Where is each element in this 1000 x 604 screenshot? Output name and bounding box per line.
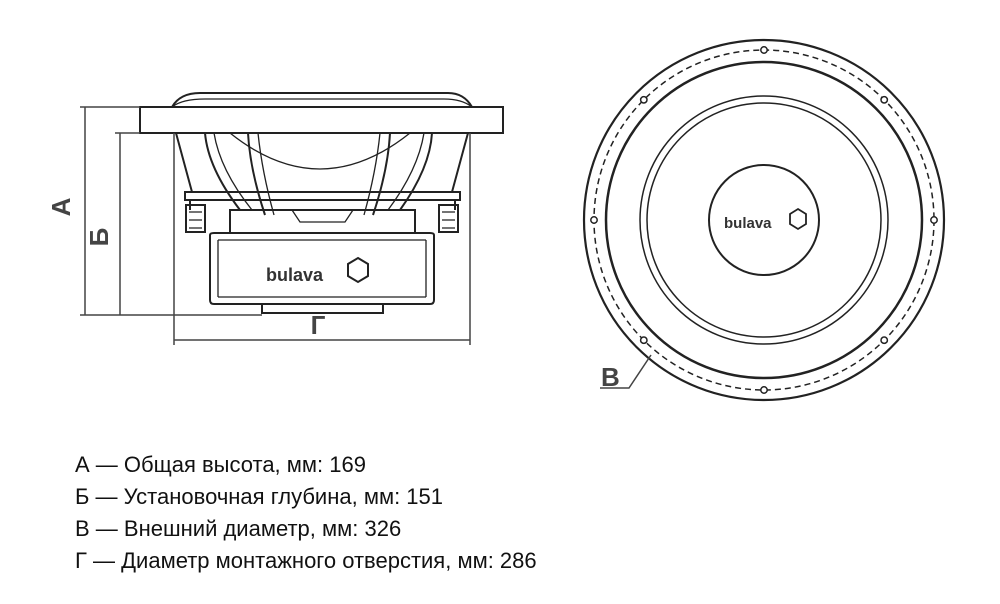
dimension-a-line — [80, 106, 262, 316]
basket — [175, 132, 469, 193]
dimension-b-label: Б — [84, 228, 114, 247]
screw-hole — [880, 336, 889, 345]
screw-hole — [930, 216, 938, 224]
dimension-v-label: В — [601, 362, 620, 392]
legend-text: Диаметр монтажного отверстия, мм: 286 — [121, 548, 537, 573]
legend-text: Общая высота, мм: 169 — [123, 452, 366, 477]
screw-hole — [639, 336, 648, 345]
screw-hole — [590, 216, 598, 224]
dimension-v-leader — [600, 354, 652, 389]
screw-hole — [760, 386, 768, 394]
legend-item-a: А — Общая высота, мм: 169 — [75, 452, 366, 477]
side-view — [139, 92, 504, 314]
legend-letter: Б — [75, 484, 90, 509]
dimension-g-line — [173, 133, 471, 345]
dust-cap — [708, 164, 820, 276]
legend-letter: Г — [75, 548, 87, 573]
terminal-left — [185, 204, 206, 233]
legend-text: Установочная глубина, мм: 151 — [123, 484, 443, 509]
screw-hole — [639, 95, 648, 104]
legend-letter: В — [75, 516, 90, 541]
dimension-lines — [80, 106, 471, 345]
legend-item-v: В — Внешний диаметр, мм: 326 — [75, 516, 402, 541]
dimension-g-label: Г — [311, 310, 326, 340]
dimension-a-label: А — [46, 197, 76, 216]
spider-plate — [184, 191, 461, 201]
cone-outer — [639, 95, 889, 345]
screw-holes — [590, 46, 938, 394]
logo-side: bulava — [266, 265, 324, 285]
screw-hole — [760, 46, 768, 54]
logo-hexagon-icon — [347, 256, 369, 284]
legend-text: Внешний диаметр, мм: 326 — [123, 516, 402, 541]
legend-item-b: Б — Установочная глубина, мм: 151 — [75, 484, 443, 509]
screw-hole — [880, 95, 889, 104]
mounting-flange — [139, 106, 504, 134]
surround — [171, 92, 473, 108]
logo-hexagon-icon — [789, 207, 807, 231]
magnet-body — [209, 232, 435, 305]
cone-inner — [646, 102, 882, 338]
dimension-b-line — [115, 132, 140, 315]
surround-outer — [604, 60, 924, 380]
legend-letter: А — [75, 452, 90, 477]
outer-rim — [582, 38, 946, 402]
logo-front: bulava — [724, 215, 772, 232]
terminal-right — [438, 204, 459, 233]
legend-item-g: Г — Диаметр монтажного отверстия, мм: 28… — [75, 548, 537, 573]
dimension-legend: А — Общая высота, мм: 169 Б — Установочн… — [75, 449, 537, 577]
